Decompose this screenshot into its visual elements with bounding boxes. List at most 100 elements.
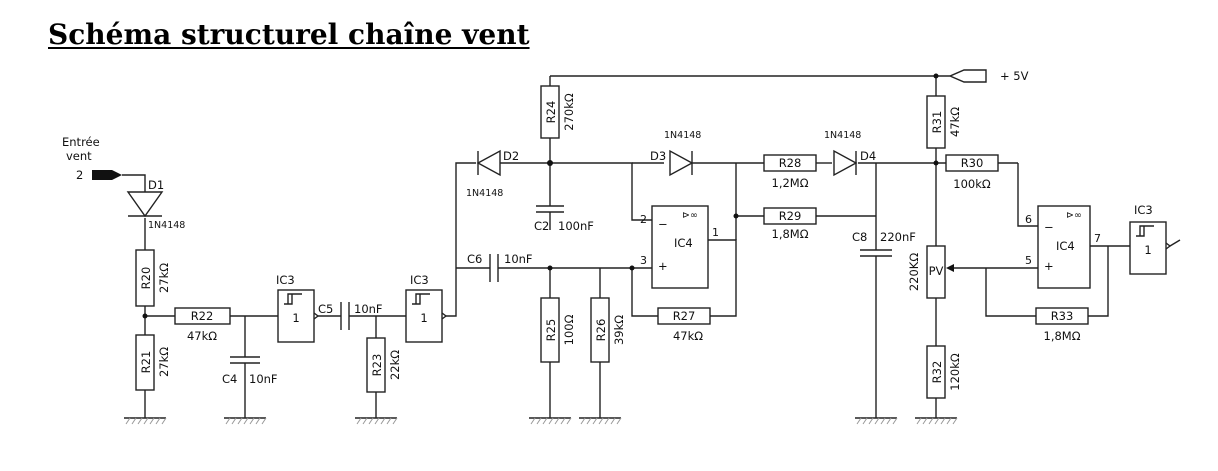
schmitt-trigger-2: 1 IC3 <box>405 273 448 343</box>
resistor-r25: R25 100Ω <box>540 297 576 363</box>
opamp-2-minus: − <box>1044 220 1054 234</box>
opamp-2-ref: IC4 <box>1056 239 1075 253</box>
capacitor-c2: C2 100nF <box>534 205 594 233</box>
d1-part: 1N4148 <box>148 220 185 231</box>
r24-value: 270kΩ <box>562 93 576 131</box>
input-connector-icon <box>92 170 122 180</box>
resistor-r31: R31 47kΩ <box>926 95 962 149</box>
ground-icon <box>355 417 398 425</box>
r22-ref: R22 <box>191 309 214 323</box>
ic3-2-gate: 1 <box>420 311 427 325</box>
r26-value: 39kΩ <box>612 315 626 345</box>
resistor-r27: R27 47kΩ <box>657 307 711 343</box>
hysteresis-icon <box>1136 225 1154 237</box>
opamp-1-minus: − <box>658 217 668 231</box>
r30-ref: R30 <box>961 156 984 170</box>
diode-d4: D4 1N4148 <box>824 130 876 177</box>
resistor-r20: R20 27kΩ <box>135 249 171 307</box>
diode-d2: D2 1N4148 <box>466 149 519 199</box>
resistor-r28: R28 1,2MΩ <box>763 154 817 190</box>
pv-ref: PV <box>929 264 944 278</box>
opamp-2-symbol: ⊳∞ <box>1066 210 1082 221</box>
c5-value: 10nF <box>354 302 383 316</box>
capacitor-c6: C6 10nF <box>467 252 533 282</box>
c4-value: 10nF <box>249 372 278 386</box>
d2-ref: D2 <box>503 149 519 163</box>
c8-ref: C8 <box>852 230 867 244</box>
d1-ref: D1 <box>148 178 164 192</box>
r29-ref: R29 <box>779 209 802 223</box>
r26-ref: R26 <box>594 319 608 342</box>
wires <box>122 69 1181 418</box>
ground-icon <box>224 417 267 425</box>
diode-icon <box>833 149 858 177</box>
c2-ref: C2 <box>534 219 549 233</box>
d2-part: 1N4148 <box>466 188 503 199</box>
input-pin: 2 <box>76 168 83 182</box>
resistor-r22: R22 47kΩ <box>174 307 231 343</box>
diode-d1: D1 1N4148 <box>126 178 185 231</box>
d4-part: 1N4148 <box>824 130 861 141</box>
ic3-3-ref: IC3 <box>1134 203 1153 217</box>
r33-value: 1,8MΩ <box>1044 329 1081 343</box>
diode-icon <box>126 191 164 218</box>
resistor-r26: R26 39kΩ <box>590 297 626 363</box>
d4-ref: D4 <box>860 149 876 163</box>
c8-value: 220nF <box>880 230 916 244</box>
schmitt-trigger-3: 1 IC3 <box>1129 203 1172 275</box>
schmitt-trigger-1: 1 IC3 <box>276 273 320 343</box>
c6-value: 10nF <box>504 252 533 266</box>
r27-value: 47kΩ <box>673 329 703 343</box>
opamp-1-pin-plus: 3 <box>640 254 647 267</box>
ic3-1-gate: 1 <box>292 311 299 325</box>
opamp-2-pin-minus: 6 <box>1025 213 1032 226</box>
c4-ref: C4 <box>222 372 237 386</box>
junctions <box>142 73 939 319</box>
ic3-2-ref: IC3 <box>410 273 429 287</box>
d3-part: 1N4148 <box>664 130 701 141</box>
resistor-r21: R21 27kΩ <box>135 334 171 391</box>
r24-ref: R24 <box>544 101 558 124</box>
r28-value: 1,2MΩ <box>772 176 809 190</box>
capacitor-c4: C4 10nF <box>222 356 278 386</box>
input-connector: Entrée vent 2 <box>62 135 122 182</box>
opamp-1-pin-out: 1 <box>712 226 719 239</box>
potentiometer-pv: PV 220KΩ <box>907 245 954 299</box>
wiper-arrow-icon <box>946 264 954 272</box>
c2-value: 100nF <box>558 219 594 233</box>
r25-value: 100Ω <box>562 314 576 345</box>
ic3-3-gate: 1 <box>1144 243 1151 257</box>
d3-ref: D3 <box>650 149 666 163</box>
diode-icon <box>476 149 501 177</box>
input-label-1: Entrée <box>62 135 100 149</box>
r32-ref: R32 <box>930 361 944 384</box>
resistor-r33: R33 1,8MΩ <box>1035 307 1089 343</box>
pv-value: 220KΩ <box>907 253 921 291</box>
resistor-r32: R32 120kΩ <box>926 345 962 399</box>
resistor-r30: R30 100kΩ <box>945 154 999 191</box>
opamp-1-plus: + <box>658 259 668 273</box>
capacitor-c5: C5 10nF <box>318 302 383 330</box>
r25-ref: R25 <box>544 319 558 342</box>
r29-value: 1,8MΩ <box>772 227 809 241</box>
r31-value: 47kΩ <box>948 107 962 137</box>
resistor-r23: R23 22kΩ <box>366 337 402 393</box>
r20-value: 27kΩ <box>157 263 171 293</box>
opamp-ic4-1: ⊳∞ − + IC4 2 3 1 <box>640 205 719 289</box>
r23-ref: R23 <box>370 354 384 377</box>
opamp-1-symbol: ⊳∞ <box>682 210 698 221</box>
r21-value: 27kΩ <box>157 347 171 377</box>
page-title: Schéma structurel chaîne vent <box>48 18 530 51</box>
r23-value: 22kΩ <box>388 350 402 380</box>
r28-ref: R28 <box>779 156 802 170</box>
r21-ref: R21 <box>139 351 153 374</box>
capacitor-c8: C8 220nF <box>852 230 916 257</box>
ground-icon <box>915 417 958 425</box>
r33-ref: R33 <box>1051 309 1074 323</box>
opamp-2-pin-plus: 5 <box>1025 254 1032 267</box>
ground-icon <box>855 417 898 425</box>
opamp-1-pin-minus: 2 <box>640 213 647 226</box>
resistor-r24: R24 270kΩ <box>540 85 576 139</box>
resistor-r29: R29 1,8MΩ <box>763 207 817 241</box>
